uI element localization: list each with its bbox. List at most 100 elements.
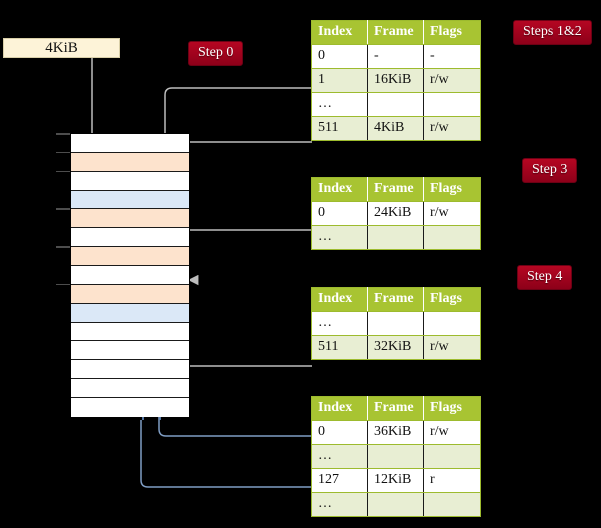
column-header-index: Index [311,177,368,202]
source-page-box: 4KiB [3,38,120,58]
table-cell: 511 [311,335,368,360]
memory-frame-tick [56,133,70,135]
table-cell: - [367,44,424,69]
table-cell: … [311,92,368,117]
table-cell: … [311,492,368,517]
memory-frame-row [71,379,189,399]
table-cell: r/w [423,420,481,445]
table-cell: r/w [423,116,481,141]
memory-frame-row [71,284,189,304]
step-badge-label: Step 3 [532,162,568,177]
column-header-frame: Frame [367,177,424,202]
column-header-index: Index [311,20,368,45]
physical-memory-column [70,133,190,417]
table-cell: … [311,225,368,250]
column-header-frame: Frame [367,396,424,421]
memory-frame-row [71,266,189,285]
table-row: … [311,444,481,469]
step-badge-step-4: Step 4 [517,265,573,290]
memory-frame-row [71,341,189,361]
table-cell: - [423,44,481,69]
column-header-frame: Frame [367,20,424,45]
table-cell: 0 [311,201,368,226]
table-cell: 127 [311,468,368,493]
memory-frame-row [71,152,189,172]
step-badge-label: Steps 1&2 [523,24,582,39]
memory-frame-tick [56,246,70,248]
memory-frame-row [71,398,189,417]
table-cell [423,311,481,336]
step-badge-step-0: Step 0 [188,41,244,66]
table-cell: 24KiB [367,201,424,226]
table-cell: 0 [311,44,368,69]
column-header-index: Index [311,396,368,421]
table-cell: r/w [423,68,481,93]
table-cell [423,225,481,250]
table-cell: 1 [311,68,368,93]
memory-frame-row [71,190,189,210]
table-cell [423,92,481,117]
table-cell: 36KiB [367,420,424,445]
table-row: … [311,225,481,250]
memory-frame-row [71,322,189,342]
table-cell: 12KiB [367,468,424,493]
table-cell [367,92,424,117]
table-cell: … [311,444,368,469]
column-header-flags: Flags [423,20,481,45]
memory-frame-row [71,360,189,380]
memory-frame-row [71,209,189,229]
table-cell [423,492,481,517]
memory-frame-tick [56,170,70,173]
memory-frame-row [71,228,189,248]
table-cell: 4KiB [367,116,424,141]
memory-frame-row [71,134,189,153]
table-row: … [311,92,481,117]
column-header-index: Index [311,287,368,312]
source-page-label: 4KiB [45,39,78,56]
step-badge-steps-1-2: Steps 1&2 [513,20,592,45]
table-cell: r/w [423,201,481,226]
table-cell: r/w [423,335,481,360]
table-cell: 16KiB [367,68,424,93]
step-badge-label: Step 4 [527,269,563,284]
table-row: 0-- [311,44,481,69]
memory-frame-row [71,247,189,267]
table-cell [367,311,424,336]
step-badge-label: Step 0 [198,45,234,60]
table-cell [367,492,424,517]
column-header-flags: Flags [423,396,481,421]
table-cell: r [423,468,481,493]
table-cell: 511 [311,116,368,141]
memory-frame-row [71,171,189,191]
memory-frame-tick [56,151,70,154]
table-cell [367,444,424,469]
table-cell [367,225,424,250]
step-badge-step-3: Step 3 [522,158,578,183]
table-row: … [311,492,481,517]
memory-frame-tick [56,208,70,210]
table-cell: 0 [311,420,368,445]
table-cell: 32KiB [367,335,424,360]
table-row: … [311,311,481,336]
memory-frame-row [71,303,189,323]
table-cell [423,444,481,469]
column-header-flags: Flags [423,177,481,202]
column-header-flags: Flags [423,287,481,312]
memory-frame-tick [56,283,70,286]
table-cell: … [311,311,368,336]
column-header-frame: Frame [367,287,424,312]
